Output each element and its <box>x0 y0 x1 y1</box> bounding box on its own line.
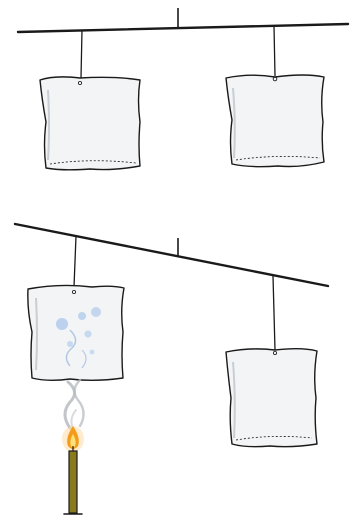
top-left-bag-crease <box>48 90 49 160</box>
warm-air-bubble <box>67 341 73 347</box>
top-left-bag-body <box>40 77 140 170</box>
smoke-swirl <box>65 382 75 428</box>
bottom-right-string <box>273 276 275 350</box>
candle-body <box>69 451 77 513</box>
bottom-left-bag-heated <box>28 236 124 380</box>
warm-air-bubble <box>56 318 68 330</box>
smoke-swirl <box>74 380 83 426</box>
warm-air-bubble <box>85 331 92 338</box>
top-right-string <box>274 26 275 76</box>
bottom-left-bag-body <box>28 285 124 380</box>
candle <box>62 426 84 514</box>
bottom-beam <box>15 224 328 286</box>
bottom-left-bag-crease <box>36 298 37 370</box>
top-left-bag <box>40 30 140 170</box>
top-beam <box>18 24 348 32</box>
bottom-right-bag-body <box>226 349 317 447</box>
bottom-panel <box>15 224 328 514</box>
top-left-string <box>81 30 82 78</box>
bottom-left-string <box>74 236 76 287</box>
warm-air-bubble <box>91 307 101 317</box>
warm-air-bubble <box>90 350 95 355</box>
bottom-right-bag <box>226 276 317 447</box>
rising-smoke <box>65 380 84 430</box>
top-right-bag <box>226 26 324 167</box>
warm-air-bubble <box>78 312 86 320</box>
top-right-bag-body <box>226 75 324 167</box>
top-panel <box>18 8 348 170</box>
